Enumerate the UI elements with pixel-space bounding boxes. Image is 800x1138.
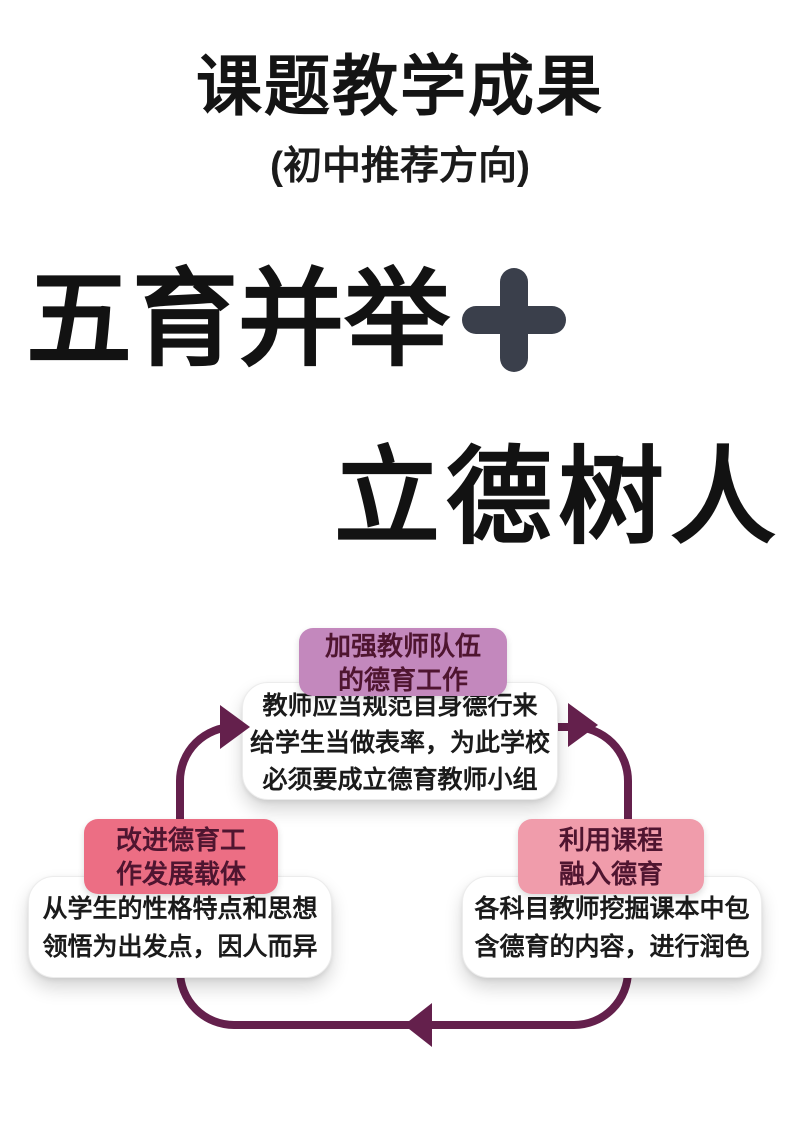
plus-icon-vertical-bar [500, 268, 528, 372]
subtitle: (初中推荐方向) [270, 145, 530, 188]
node-header-improve-carrier: 改进德育工 作发展载体 [84, 819, 278, 894]
arrowhead-top-right-icon [568, 703, 598, 747]
node-body-line: 教师应当规范自身德行来 [262, 692, 538, 720]
node-body-line: 给学生当做表率，为此学校 [249, 729, 550, 757]
node-header-line: 加强教师队伍 [324, 631, 481, 661]
node-header-line: 利用课程 [558, 825, 663, 855]
node-body-line: 领悟为出发点，因人而异 [42, 933, 318, 961]
node-header-curriculum-moral: 利用课程 融入德育 [518, 819, 704, 894]
node-header-line: 融入德育 [558, 859, 663, 889]
node-body-line: 各科目教师挖掘课本中包 [474, 895, 750, 923]
node-header-line: 作发展载体 [115, 859, 246, 889]
arrowhead-bottom-icon [404, 1003, 432, 1047]
arrowhead-top-left-icon [220, 705, 250, 749]
node-header-line: 改进德育工 [115, 825, 246, 855]
plus-icon [462, 268, 566, 372]
node-header-teacher-team: 加强教师队伍 的德育工作 [299, 628, 507, 696]
node-header-line: 的德育工作 [337, 665, 468, 695]
node-body-line: 从学生的性格特点和思想 [42, 895, 318, 923]
node-body-line: 含德育的内容，进行润色 [474, 933, 750, 961]
node-card-teacher-team: 教师应当规范自身德行来 给学生当做表率，为此学校 必须要成立德育教师小组 [242, 682, 558, 800]
headline-line1: 五育并举 [26, 261, 450, 379]
page-title: 课题教学成果 [196, 49, 604, 123]
headline-line2: 立德树人 [334, 439, 782, 557]
node-body-line: 必须要成立德育教师小组 [262, 766, 538, 794]
